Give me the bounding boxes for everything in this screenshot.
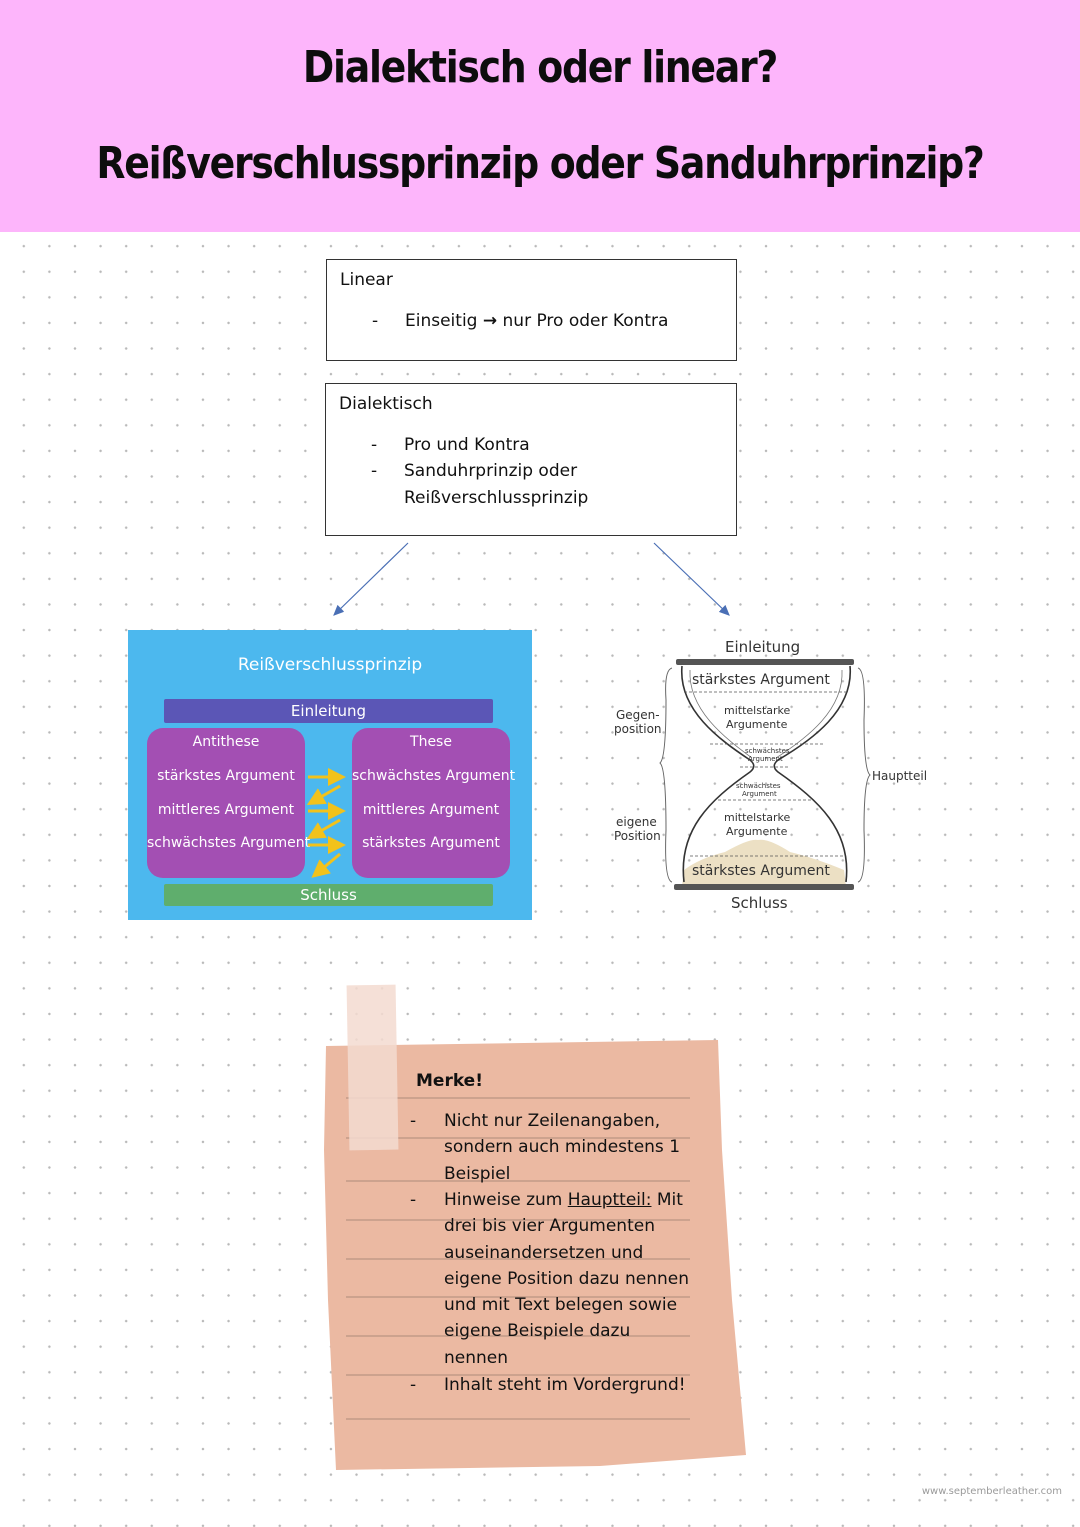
note-text-part: Mit — [651, 1190, 683, 1210]
note-content: Merke! — [416, 1068, 716, 1094]
linear-title: Linear — [340, 270, 393, 290]
hourglass-lower-medium: mittelstarke — [724, 811, 791, 824]
note-line: eigene Position dazu nennen — [444, 1268, 689, 1289]
zipper-title: Reißverschlussprinzip — [237, 655, 423, 675]
hourglass-top-label: Einleitung — [725, 638, 801, 656]
hourglass-lower-weak: schwächstes — [736, 782, 781, 790]
hourglass-upper-medium: Argumente — [726, 718, 788, 731]
note-line: Hinweise zum Hauptteil: Mit — [444, 1187, 720, 1213]
linear-item-text: nur Pro oder Kontra — [502, 311, 669, 331]
note-item-3: - Inhalt steht im Vordergrund! — [410, 1372, 720, 1398]
antithesis-item: schwächstes Argument — [147, 835, 311, 851]
list-bullet: - — [371, 435, 378, 455]
note-line: drei bis vier Argumenten — [444, 1216, 655, 1237]
zipper-diagram: Reißverschlussprinzip Einleitung Antithe… — [128, 630, 532, 920]
note-line: Nicht nur Zeilenangaben, — [444, 1111, 661, 1131]
note-text-part: Hinweise zum — [444, 1190, 568, 1210]
note-line: Beispiel — [444, 1163, 511, 1184]
counter-position-label: position — [614, 722, 662, 736]
tape-strip — [346, 984, 399, 1151]
zipper-intro: Einleitung — [164, 699, 493, 723]
dialectic-item: Sanduhrprinzip oder — [404, 461, 578, 481]
hourglass-shape — [659, 659, 871, 890]
note-line: und mit Text belegen sowie — [444, 1295, 678, 1316]
hourglass-upper-strong: stärkstes Argument — [692, 672, 830, 688]
antithesis-column: Antithese stärkstes Argument mittleres A… — [147, 728, 311, 878]
own-position-label: eigene — [616, 815, 657, 829]
zipper-conclusion: Schluss — [164, 884, 493, 906]
note-item-2: - Hinweise zum Hauptteil: Mit drei bis v… — [410, 1187, 720, 1371]
page-subtitle: Reißverschlussprinzip oder Sanduhrprinzi… — [96, 138, 984, 189]
hourglass-lower-weak: Argument — [742, 790, 777, 798]
dialectic-box: Dialektisch - Pro und Kontra - Sanduhrpr… — [325, 383, 737, 536]
dialectic-item: Reißverschlussprinzip — [404, 488, 589, 508]
note-title: Merke! — [416, 1071, 483, 1091]
thesis-item: stärkstes Argument — [362, 835, 500, 851]
list-bullet: - — [371, 461, 378, 481]
antithesis-item: mittleres Argument — [157, 802, 295, 818]
thesis-header: These — [410, 734, 452, 750]
counter-position-label: Gegen- — [616, 708, 660, 722]
linear-item: Einseitig → nur Pro oder Kontra — [405, 311, 668, 331]
note-line: eigene Beispiele dazu — [444, 1321, 631, 1342]
list-bullet: - — [372, 311, 379, 331]
page-title: Dialektisch oder linear? — [302, 42, 778, 93]
antithesis-item: stärkstes Argument — [157, 768, 295, 784]
hourglass-diagram: Einleitung stärkstes Argument mittelstar… — [600, 630, 940, 920]
hourglass-bottom-label: Schluss — [731, 894, 788, 912]
arrow-to-hourglass — [653, 542, 730, 616]
note-line: sondern auch mindestens 1 — [444, 1137, 681, 1158]
note-line: auseinandersetzen und — [444, 1242, 644, 1263]
main-part-label: Hauptteil — [872, 769, 928, 783]
zipper-arrows — [306, 768, 346, 878]
hourglass-upper-medium: mittelstarke — [724, 704, 791, 717]
thesis-item: mittleres Argument — [362, 802, 500, 818]
antithesis-header: Antithese — [192, 734, 260, 750]
right-arrow-icon: → — [482, 311, 498, 331]
linear-item-text: Einseitig — [405, 311, 478, 331]
thesis-column: These schwächstes Argument mittleres Arg… — [352, 728, 516, 878]
arrow-to-zipper — [333, 542, 409, 616]
list-bullet: - — [410, 1111, 417, 1131]
list-bullet: - — [410, 1190, 417, 1210]
thesis-item: schwächstes Argument — [352, 768, 516, 784]
main-part-link: Hauptteil: — [567, 1190, 652, 1210]
hourglass-lower-medium: Argumente — [726, 825, 788, 838]
watermark: www.septemberleather.com — [921, 1486, 1062, 1497]
dialectic-title: Dialektisch — [339, 394, 433, 414]
hourglass-upper-weak: Argument — [748, 755, 783, 763]
note-item-1: - Nicht nur Zeilenangaben, sondern auch … — [410, 1108, 720, 1187]
note-line: Inhalt steht im Vordergrund! — [444, 1375, 686, 1395]
note-line: nennen — [444, 1347, 509, 1368]
dialectic-item: Pro und Kontra — [404, 435, 530, 455]
hourglass-lower-strong: stärkstes Argument — [692, 863, 830, 879]
own-position-label: Position — [614, 829, 661, 843]
title-banner: Dialektisch oder linear? Reißverschlussp… — [0, 0, 1080, 232]
list-bullet: - — [410, 1375, 417, 1395]
hourglass-upper-weak: schwächstes — [745, 747, 790, 755]
linear-box: Linear - Einseitig → nur Pro oder Kontra — [326, 259, 737, 361]
